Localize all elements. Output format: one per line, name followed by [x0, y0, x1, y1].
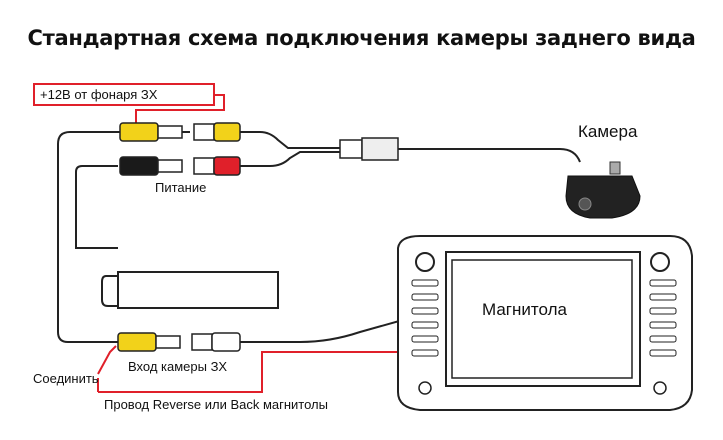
rca-yellow-top-connector	[119, 122, 190, 142]
power-wire	[75, 165, 118, 249]
label-pitanie: Питание	[155, 180, 207, 195]
label-provod: Провод Reverse или Back магнитолы	[104, 397, 328, 412]
camera-icon	[559, 148, 641, 219]
head-unit	[397, 235, 693, 411]
label-magnitola: Магнитола	[482, 300, 567, 319]
power-red-plug	[193, 151, 340, 176]
label-plus12v: +12В от фонаря ЗХ	[40, 87, 158, 102]
plus12v-callout-line	[135, 94, 225, 124]
diagram-title: Стандартная схема подключения камеры зад…	[27, 26, 696, 50]
reverse-wire	[98, 351, 410, 393]
rca-yellow-bottom-connector	[117, 332, 181, 352]
label-soedinit: Соединить	[33, 371, 99, 386]
rca-white-bottom-female	[191, 317, 411, 352]
box-wire	[101, 275, 118, 307]
label-kamera: Камера	[578, 122, 638, 141]
label-vhod: Вход камеры ЗХ	[128, 359, 228, 374]
rca-yellow-female-top	[193, 122, 340, 149]
camera-harness-connector	[339, 137, 560, 161]
main-wire-loop	[57, 131, 120, 343]
connect-pointer	[97, 345, 117, 375]
power-black-plug	[119, 156, 183, 176]
harness-box	[117, 271, 279, 309]
